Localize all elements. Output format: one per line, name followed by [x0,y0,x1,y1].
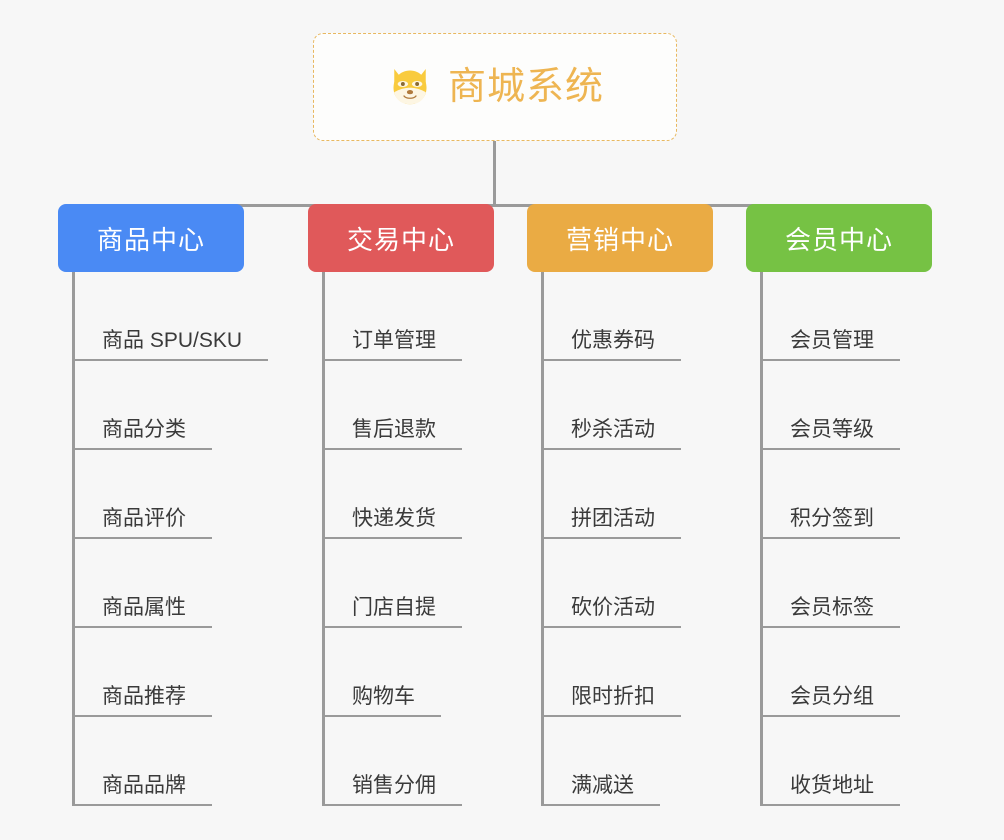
branch-column-marketing-center: 营销中心 优惠券码 秒杀活动 拼团活动 砍价活动 限时折扣 满减送 [527,204,713,806]
leaf-label: 积分签到 [760,507,900,539]
leaf-label: 销售分佣 [322,774,462,806]
leaf-label: 拼团活动 [541,507,681,539]
leaf-label: 砍价活动 [541,596,681,628]
list-item[interactable]: 商品评价 [72,450,268,539]
leaf-label: 商品分类 [72,418,212,450]
list-item[interactable]: 快递发货 [322,450,462,539]
leaf-label: 购物车 [322,685,441,717]
root-node-label: 商城系统 [447,66,604,108]
leaf-label: 秒杀活动 [541,418,681,450]
branch-leaf-list: 订单管理 售后退款 快递发货 门店自提 购物车 销售分佣 [322,272,462,806]
leaf-label: 售后退款 [322,418,462,450]
list-item[interactable]: 商品分类 [72,361,268,450]
list-item[interactable]: 售后退款 [322,361,462,450]
branch-spine [760,272,763,806]
branch-header-member-center[interactable]: 会员中心 [746,204,932,272]
list-item[interactable]: 限时折扣 [541,628,681,717]
branch-header-marketing-center[interactable]: 营销中心 [527,204,713,272]
leaf-label: 商品评价 [72,507,212,539]
leaf-label: 订单管理 [322,329,462,361]
list-item[interactable]: 门店自提 [322,539,462,628]
leaf-label: 会员分组 [760,685,900,717]
list-item[interactable]: 购物车 [322,628,462,717]
list-item[interactable]: 订单管理 [322,272,462,361]
list-item[interactable]: 收货地址 [760,717,900,806]
leaf-label: 快递发货 [322,507,462,539]
leaf-label: 收货地址 [760,774,900,806]
root-node-mall-system[interactable]: 商城系统 [313,33,677,141]
leaf-label: 优惠券码 [541,329,681,361]
list-item[interactable]: 会员管理 [760,272,900,361]
branch-header-label: 交易中心 [346,224,455,255]
branch-column-trade-center: 交易中心 订单管理 售后退款 快递发货 门店自提 购物车 销售分佣 [308,204,494,806]
list-item[interactable]: 商品品牌 [72,717,268,806]
leaf-label: 商品品牌 [72,774,212,806]
leaf-label: 商品属性 [72,596,212,628]
list-item[interactable]: 会员分组 [760,628,900,717]
leaf-label: 商品推荐 [72,685,212,717]
branch-spine [322,272,325,806]
connector-root-trunk [493,141,496,207]
branch-header-product-center[interactable]: 商品中心 [58,204,244,272]
branch-column-member-center: 会员中心 会员管理 会员等级 积分签到 会员标签 会员分组 收货地址 [746,204,932,806]
leaf-label: 商品 SPU/SKU [72,329,269,361]
branch-header-label: 商品中心 [96,224,205,255]
list-item[interactable]: 积分签到 [760,450,900,539]
branch-spine [541,272,544,806]
list-item[interactable]: 销售分佣 [322,717,462,806]
list-item[interactable]: 会员等级 [760,361,900,450]
list-item[interactable]: 商品推荐 [72,628,268,717]
shiba-dog-face-icon [393,69,427,105]
branch-leaf-list: 优惠券码 秒杀活动 拼团活动 砍价活动 限时折扣 满减送 [541,272,681,806]
list-item[interactable]: 会员标签 [760,539,900,628]
list-item[interactable]: 砍价活动 [541,539,681,628]
branch-header-trade-center[interactable]: 交易中心 [308,204,494,272]
list-item[interactable]: 优惠券码 [541,272,681,361]
list-item[interactable]: 秒杀活动 [541,361,681,450]
branch-leaf-list: 商品 SPU/SKU 商品分类 商品评价 商品属性 商品推荐 商品品牌 [72,272,269,806]
branch-header-label: 会员中心 [784,224,893,255]
branch-column-product-center: 商品中心 商品 SPU/SKU 商品分类 商品评价 商品属性 商品推荐 商品品牌 [58,204,269,806]
connector-horizontal-bus [150,204,855,207]
leaf-label: 限时折扣 [541,685,681,717]
leaf-label: 满减送 [541,774,660,806]
leaf-label: 会员标签 [760,596,900,628]
list-item[interactable]: 满减送 [541,717,681,806]
branch-spine [72,272,75,806]
leaf-label: 会员管理 [760,329,900,361]
branch-leaf-list: 会员管理 会员等级 积分签到 会员标签 会员分组 收货地址 [760,272,900,806]
list-item[interactable]: 拼团活动 [541,450,681,539]
list-item[interactable]: 商品属性 [72,539,268,628]
leaf-label: 会员等级 [760,418,900,450]
branch-header-label: 营销中心 [565,224,674,255]
leaf-label: 门店自提 [322,596,462,628]
list-item[interactable]: 商品 SPU/SKU [72,272,269,361]
